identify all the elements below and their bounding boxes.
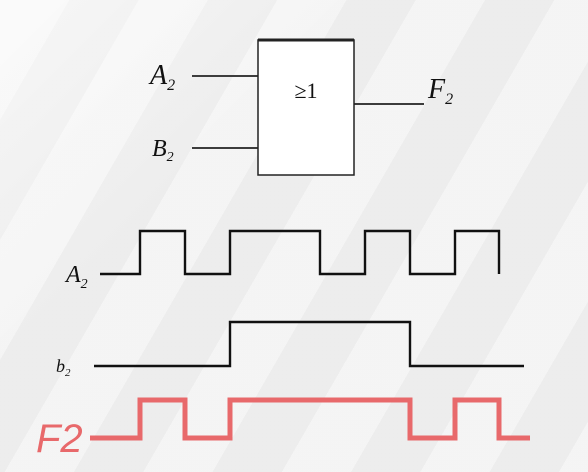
gate-input-b: B2 bbox=[152, 136, 258, 165]
waveform-a-label: A2 bbox=[64, 262, 88, 292]
gate-input-b-label: B2 bbox=[152, 136, 174, 165]
waveform-b-label: b2 bbox=[56, 356, 71, 379]
gate-input-a-label: A2 bbox=[148, 60, 175, 94]
waveform-b-trace bbox=[94, 320, 524, 368]
gate-output-f: F2 bbox=[354, 74, 453, 108]
gate-input-a: A2 bbox=[148, 60, 258, 94]
waveform-a-trace bbox=[100, 229, 501, 276]
waveform-f-label: F2 bbox=[36, 417, 83, 461]
waveform-a2: A2 bbox=[64, 229, 501, 292]
gate-body bbox=[257, 39, 355, 176]
gate-symbol: ≥1 bbox=[294, 78, 317, 103]
gate-output-f-label: F2 bbox=[427, 74, 453, 108]
waveform-b2: b2 bbox=[56, 320, 524, 379]
waveform-f2: F2 bbox=[36, 397, 530, 461]
or-gate: ≥1 bbox=[257, 38, 355, 176]
waveform-f-trace bbox=[90, 397, 530, 441]
